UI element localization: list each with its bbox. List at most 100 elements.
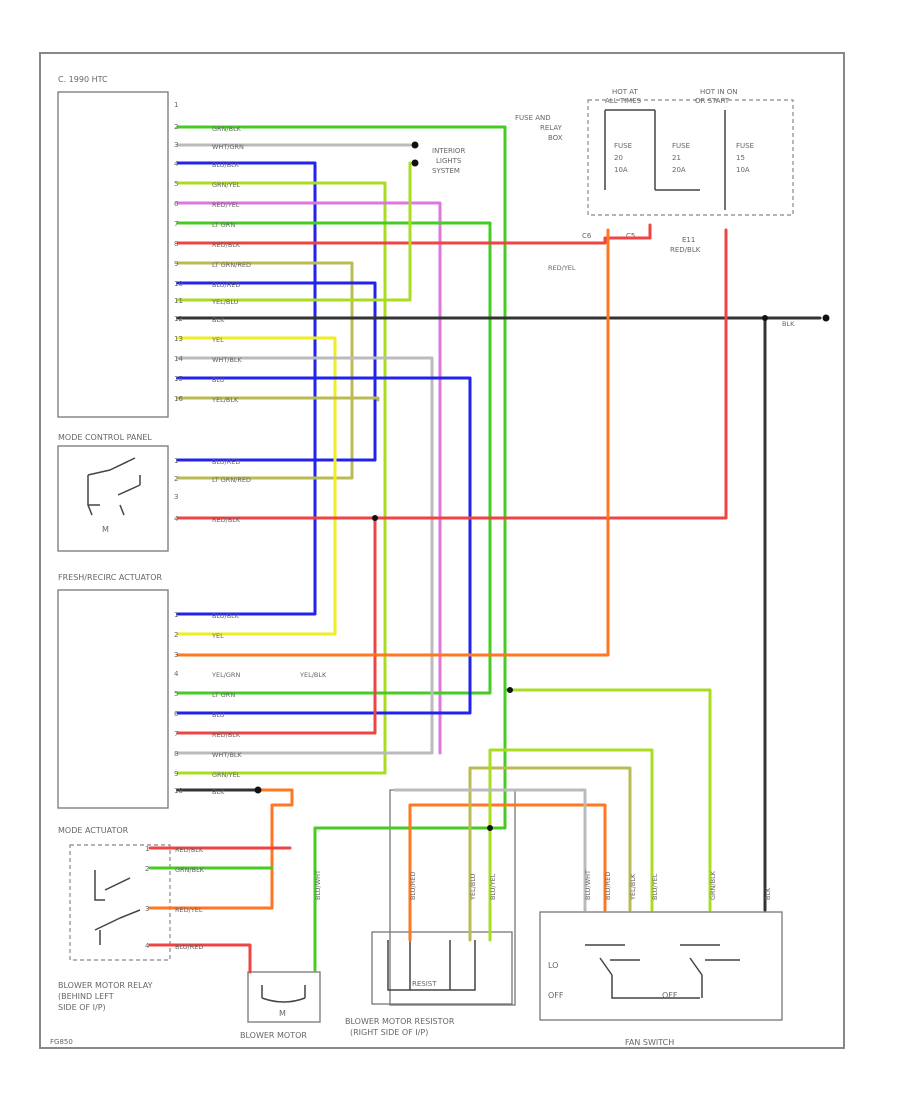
resistor-label-1: BLOWER MOTOR RESISTOR	[345, 1017, 455, 1026]
fuse-20: FUSE	[614, 142, 632, 150]
fan-switch-symbol	[585, 944, 740, 999]
wire-label: BLU/YEL	[651, 873, 659, 900]
wire-label: BLU/BLK	[212, 612, 240, 620]
fresh-pin: 5	[174, 690, 178, 698]
control-unit-label: C. 1990 HTC	[58, 75, 108, 84]
wire-red-blk-mode	[176, 228, 728, 520]
fan-switch-off: OFF	[548, 991, 564, 1000]
wire-label: YEL/BLU	[211, 298, 239, 306]
ctrl-pin: 1	[174, 101, 178, 109]
wire-label: BLU/YEL	[489, 873, 497, 900]
resistor-symbol	[387, 940, 476, 991]
dot-interior-1	[411, 141, 419, 149]
fuse-15-amp: 10A	[736, 166, 750, 174]
ctrl-pin: 7	[174, 220, 178, 228]
wire-yel-blk	[176, 396, 380, 402]
fuse-box-label-1: FUSE AND	[515, 114, 551, 122]
wire-relay-blu-red	[148, 943, 252, 974]
wire-lt-grn	[176, 221, 492, 695]
wire-label: YEL/GRN	[211, 671, 240, 679]
fan-switch-box	[539, 911, 783, 1021]
fresh-pin: 2	[174, 631, 178, 639]
fresh-wire-labels: BLU/BLK YEL YEL/GRN LT GRN BLU RED/BLK W…	[211, 612, 327, 796]
fan-switch-lo: LO	[548, 961, 558, 970]
wire-label: BLU/WHT	[584, 870, 592, 900]
ctrl-pin: 6	[174, 200, 179, 208]
relay-wire-labels: RED/BLK GRN/BLK RED/YEL BLU/RED	[175, 846, 205, 951]
red-yel-vertical-label: RED/YEL	[548, 264, 576, 272]
wire-label: BLU/WHT	[314, 870, 322, 900]
fresh-pin: 7	[174, 730, 178, 738]
wire-label: RED/YEL	[212, 201, 240, 209]
interior-lights-2: LIGHTS	[436, 157, 462, 165]
dot-blk-right	[762, 315, 768, 321]
mode-pins: 1 2 3 4	[174, 457, 179, 523]
footer-code: FG850	[50, 1038, 73, 1046]
e11-wire: RED/BLK	[670, 246, 701, 254]
hot-in-label-1: HOT IN ON	[700, 88, 738, 96]
ctrl-pin: 14	[174, 355, 183, 363]
hot-at-label-2: ALL TIMES	[605, 97, 642, 105]
relay-pin: 3	[145, 905, 149, 913]
wire-label: RED/BLK	[212, 516, 241, 524]
fan-switch-label: FAN SWITCH	[625, 1038, 674, 1047]
wire-label: GRN/YEL	[212, 771, 241, 779]
fresh-pin: 8	[174, 750, 178, 758]
blower-motor-label: BLOWER MOTOR	[240, 1031, 307, 1040]
vertical-wire-labels: BLU/WHT BLU/RED YEL/BLU BLU/YEL BLU/WHT …	[314, 870, 772, 901]
dot-ground	[822, 314, 830, 322]
wire-red-yel-fuse	[176, 228, 610, 657]
blk-right-label: BLK	[782, 320, 795, 328]
wire-label: GRN/BLK	[212, 125, 242, 133]
fresh-pin: 3	[174, 651, 178, 659]
relay-switch-symbol	[94, 870, 141, 945]
mode-switch-m: M	[102, 525, 109, 534]
fuse-bus	[604, 109, 726, 210]
wire-res-ora	[408, 803, 607, 942]
mode-pin: 4	[174, 515, 179, 523]
wire-grn-blk	[176, 125, 512, 972]
e11-label: E11	[682, 236, 695, 244]
fuse-box-dashed	[587, 99, 794, 216]
relay-label-2: (BEHIND LEFT	[58, 992, 114, 1001]
ctrl-wire-labels: GRN/BLK WHT/GRN BLU/BLK GRN/YEL RED/YEL …	[211, 125, 251, 404]
wire-res-top	[393, 788, 587, 912]
wire-res-ygn	[488, 748, 654, 942]
fresh-pin: 9	[174, 770, 178, 778]
wire-label: GRN/YEL	[212, 181, 241, 189]
mode-actuator-box	[69, 844, 171, 961]
wire-label: BLK	[764, 887, 772, 900]
fresh-pin: 4	[174, 670, 179, 678]
wire-label: YEL/BLK	[299, 671, 327, 679]
wire-label: LT GRN/RED	[212, 476, 251, 484]
wire-blu	[176, 376, 472, 715]
wire-label: BLK	[212, 316, 225, 324]
dot-green-splice	[507, 687, 513, 693]
ctrl-pin: 13	[174, 335, 183, 343]
wire-label: WHT/BLK	[212, 751, 243, 759]
dot-red-splice	[372, 515, 378, 521]
wire-label: BLU/RED	[604, 872, 612, 900]
hot-in-label-2: OR START	[695, 97, 730, 105]
wire-label: BLK	[212, 788, 225, 796]
wire-label: YEL	[211, 336, 224, 344]
wire-lt-grn-red	[176, 261, 354, 480]
wire-red-blk-fresh	[176, 516, 377, 735]
fan-switch-off-2: OFF	[662, 991, 678, 1000]
ctrl-pin: 3	[174, 141, 178, 149]
resistor-inner-label: RESIST	[412, 980, 437, 988]
wire-sw-grn	[508, 688, 712, 912]
dot-fresh-blk	[254, 786, 262, 794]
relay-label-3: SIDE OF I/P)	[58, 1003, 106, 1012]
ctrl-pin: 8	[174, 240, 178, 248]
ctrl-pins: 1 2 3 4 5 6 7 8 9 10 11 12 13 14 15 16	[174, 101, 183, 403]
diagram-border	[39, 52, 845, 1049]
wire-grn-yel	[176, 181, 387, 775]
mode-pin: 3	[174, 493, 178, 501]
wire-label: YEL/BLK	[629, 873, 637, 901]
mode-actuator-label: MODE ACTUATOR	[58, 826, 129, 835]
wire-label: BLU/RED	[409, 872, 417, 900]
wire-label: RED/BLK	[212, 241, 241, 249]
mode-control-panel-box	[57, 445, 169, 552]
